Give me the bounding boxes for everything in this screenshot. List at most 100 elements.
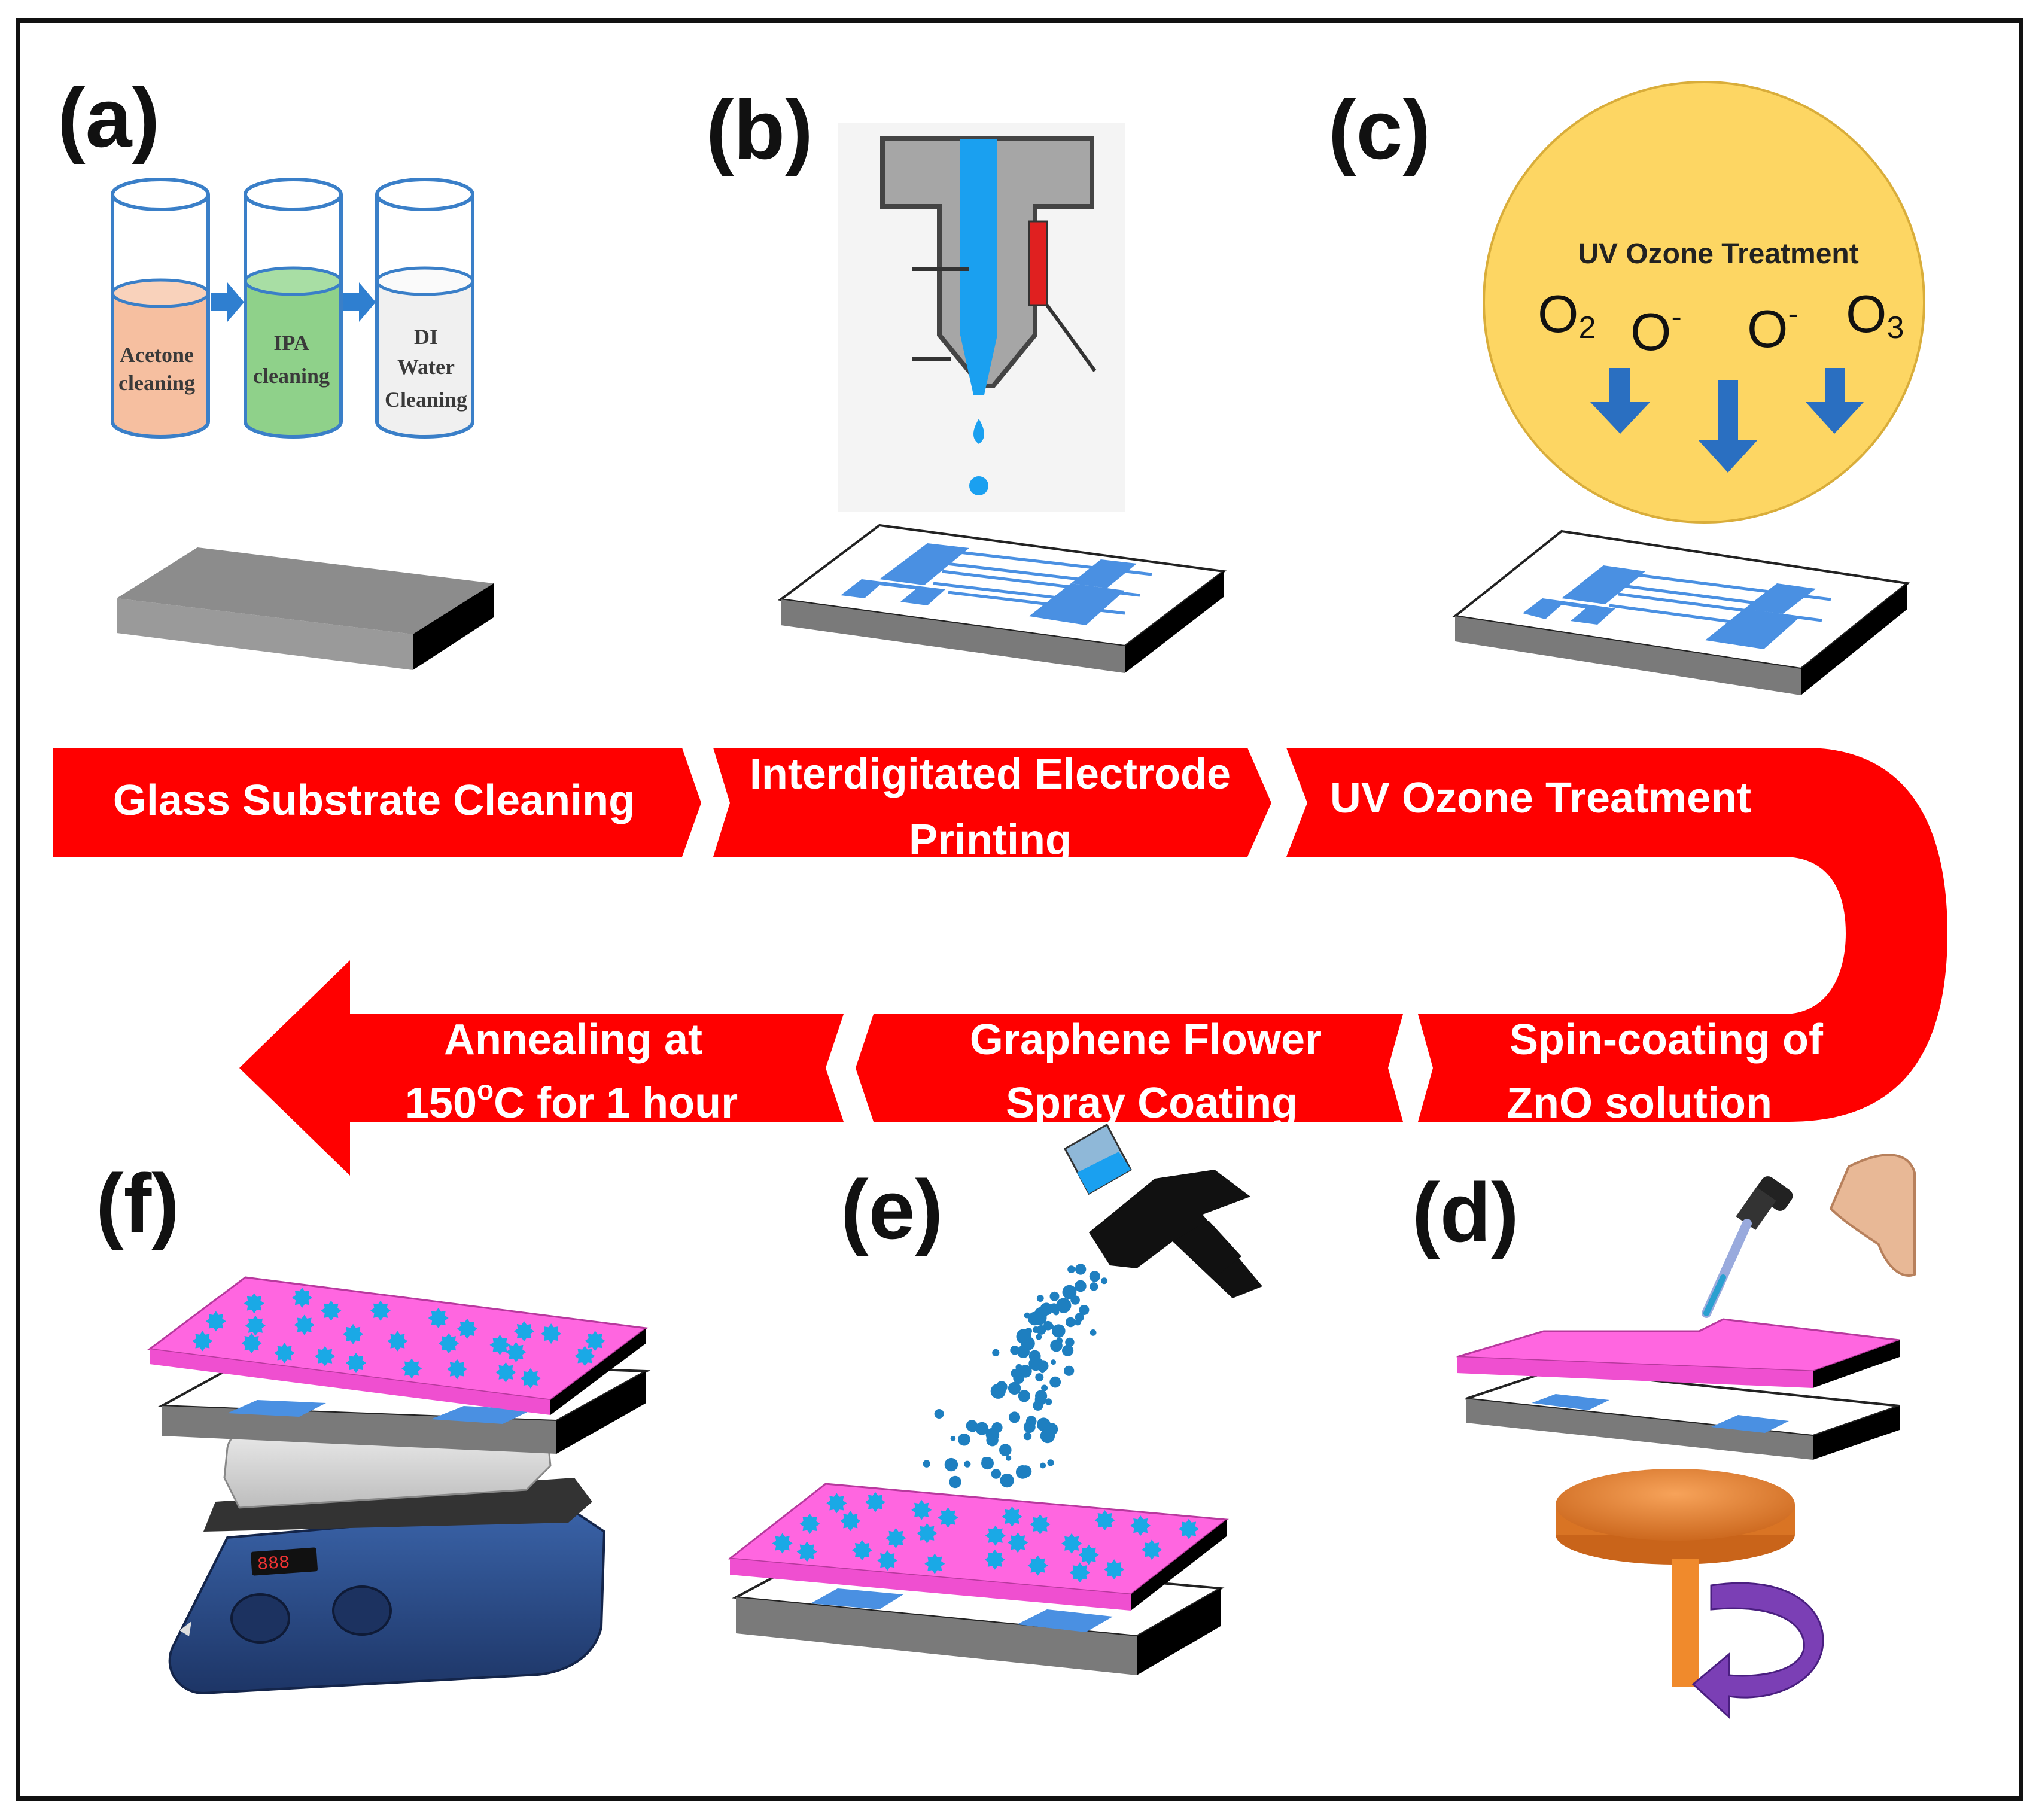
spray-droplet: [1056, 1337, 1063, 1344]
spray-droplet: [1090, 1329, 1097, 1336]
panel-label-a: (a): [57, 71, 160, 165]
graphene-flower: [938, 1507, 958, 1528]
graphene-flower: [796, 1541, 817, 1562]
graphene-film-e: [728, 1483, 1229, 1611]
spray-droplet: [1036, 1334, 1042, 1340]
beaker-ipa: IPA cleaning: [244, 178, 343, 439]
step-label-ide-line2: Printing: [909, 816, 1072, 864]
spray-droplet: [1049, 1291, 1060, 1301]
spray-droplet: [985, 1428, 1000, 1442]
step-label-ide-line1: Interdigitated Electrode: [750, 750, 1231, 798]
spray-droplet: [1033, 1400, 1043, 1411]
uv-title: UV Ozone Treatment: [1578, 238, 1858, 270]
spray-droplet: [1009, 1411, 1021, 1423]
spray-droplet: [1035, 1390, 1048, 1402]
uv-ozone-circle: UV Ozone Treatment O2 O- O- O3: [1483, 81, 1925, 524]
panel-label-b: (b): [706, 83, 813, 176]
graphene-flower: [387, 1331, 408, 1352]
beaker-ipa-line2: cleaning: [253, 364, 330, 388]
spray-droplet: [1066, 1317, 1076, 1328]
graphene-flower: [346, 1353, 366, 1374]
spray-droplet: [1017, 1331, 1031, 1344]
hotplate-icon: 888: [168, 1411, 606, 1695]
spray-droplet: [991, 1469, 1002, 1479]
graphene-flower: [924, 1553, 945, 1574]
graphene-flower: [489, 1334, 510, 1355]
graphene-flower: [205, 1311, 226, 1332]
spin-disc: [1556, 1469, 1795, 1687]
figure-border: [16, 18, 2023, 1801]
spray-droplet: [1058, 1300, 1069, 1312]
step-label-spray-line1: Graphene Flower: [970, 1016, 1322, 1064]
spray-droplet: [1023, 1421, 1036, 1434]
spray-droplet: [1035, 1373, 1044, 1382]
spray-droplet: [934, 1409, 944, 1419]
spray-droplet: [1018, 1390, 1030, 1402]
spray-droplet: [1049, 1376, 1061, 1388]
graphene-flower: [274, 1343, 295, 1364]
graphene-flower: [245, 1315, 266, 1336]
graphene-flower: [1142, 1539, 1162, 1560]
graphene-flower: [315, 1346, 336, 1366]
graphene-flower: [439, 1333, 459, 1354]
spray-droplet: [1015, 1364, 1022, 1371]
arrow-down-icon: [1806, 368, 1864, 434]
graphene-flower: [506, 1341, 527, 1362]
spray-droplet: [1041, 1384, 1048, 1392]
graphene-flower: [865, 1492, 885, 1512]
beaker-di-line3: Cleaning: [385, 388, 467, 412]
spray-droplet: [1036, 1325, 1046, 1335]
spray-droplet: [1023, 1432, 1032, 1441]
beaker-di-water: DI Water Cleaning: [375, 178, 474, 439]
arrow-right-icon: [211, 282, 244, 322]
graphene-flower: [1027, 1555, 1048, 1576]
graphene-flower: [574, 1346, 595, 1366]
spray-droplet: [1090, 1282, 1098, 1291]
ide-substrate-c: [1452, 529, 1910, 695]
step-label-spin-line1: Spin-coating of: [1510, 1016, 1824, 1064]
spray-droplet: [1040, 1368, 1045, 1374]
spray-droplet: [990, 1383, 1006, 1399]
graphene-flower: [370, 1300, 391, 1321]
spray-droplet: [1075, 1264, 1087, 1275]
svg-text:888: 888: [257, 1553, 290, 1575]
spray-droplet: [1049, 1303, 1059, 1313]
graphene-flower: [917, 1523, 938, 1544]
graphene-flower: [428, 1308, 449, 1328]
graphene-flower: [1002, 1506, 1022, 1527]
spray-droplet: [1065, 1337, 1075, 1347]
spray-droplet: [949, 1475, 961, 1489]
graphene-flower: [772, 1533, 793, 1554]
spray-gun-icon: [1063, 1123, 1262, 1298]
spray-droplet: [1101, 1277, 1108, 1285]
graphene-flower: [799, 1514, 820, 1534]
step-label-anneal-line2: 150oC for 1 hour: [405, 1075, 738, 1127]
spray-droplet: [1008, 1381, 1021, 1395]
spray-droplet: [1013, 1372, 1025, 1384]
spray-droplet: [1052, 1324, 1066, 1338]
inkjet-nozzle-icon: [838, 123, 1125, 512]
step-arrow-ide: [713, 748, 1271, 857]
step-label-spray-line2: Spray Coating: [1006, 1079, 1298, 1127]
dropper-icon: [1702, 1154, 1916, 1318]
graphene-flower: [1078, 1544, 1099, 1565]
rotation-arrow-icon: [1691, 1582, 1824, 1719]
glass-substrate: [117, 547, 494, 670]
spray-droplet: [1067, 1265, 1075, 1274]
graphene-flower: [1069, 1562, 1090, 1583]
spray-droplet: [1070, 1295, 1080, 1305]
graphene-flower: [294, 1314, 315, 1335]
spray-droplet: [999, 1444, 1012, 1456]
spray-droplet: [1040, 1428, 1055, 1444]
spray-droplet: [1000, 1474, 1014, 1488]
spray-droplet: [1028, 1311, 1042, 1326]
arrow-down-icon: [1590, 368, 1650, 434]
spray-droplet: [968, 1423, 978, 1432]
graphene-flower: [1030, 1514, 1051, 1535]
ide-substrate-b: [777, 524, 1227, 673]
arrow-down-icon: [1698, 380, 1758, 473]
graphene-flower: [401, 1358, 422, 1379]
graphene-flowers-f: [192, 1288, 605, 1389]
step-arrow-spray: [856, 1014, 1403, 1122]
graphene-flower: [1094, 1510, 1115, 1530]
